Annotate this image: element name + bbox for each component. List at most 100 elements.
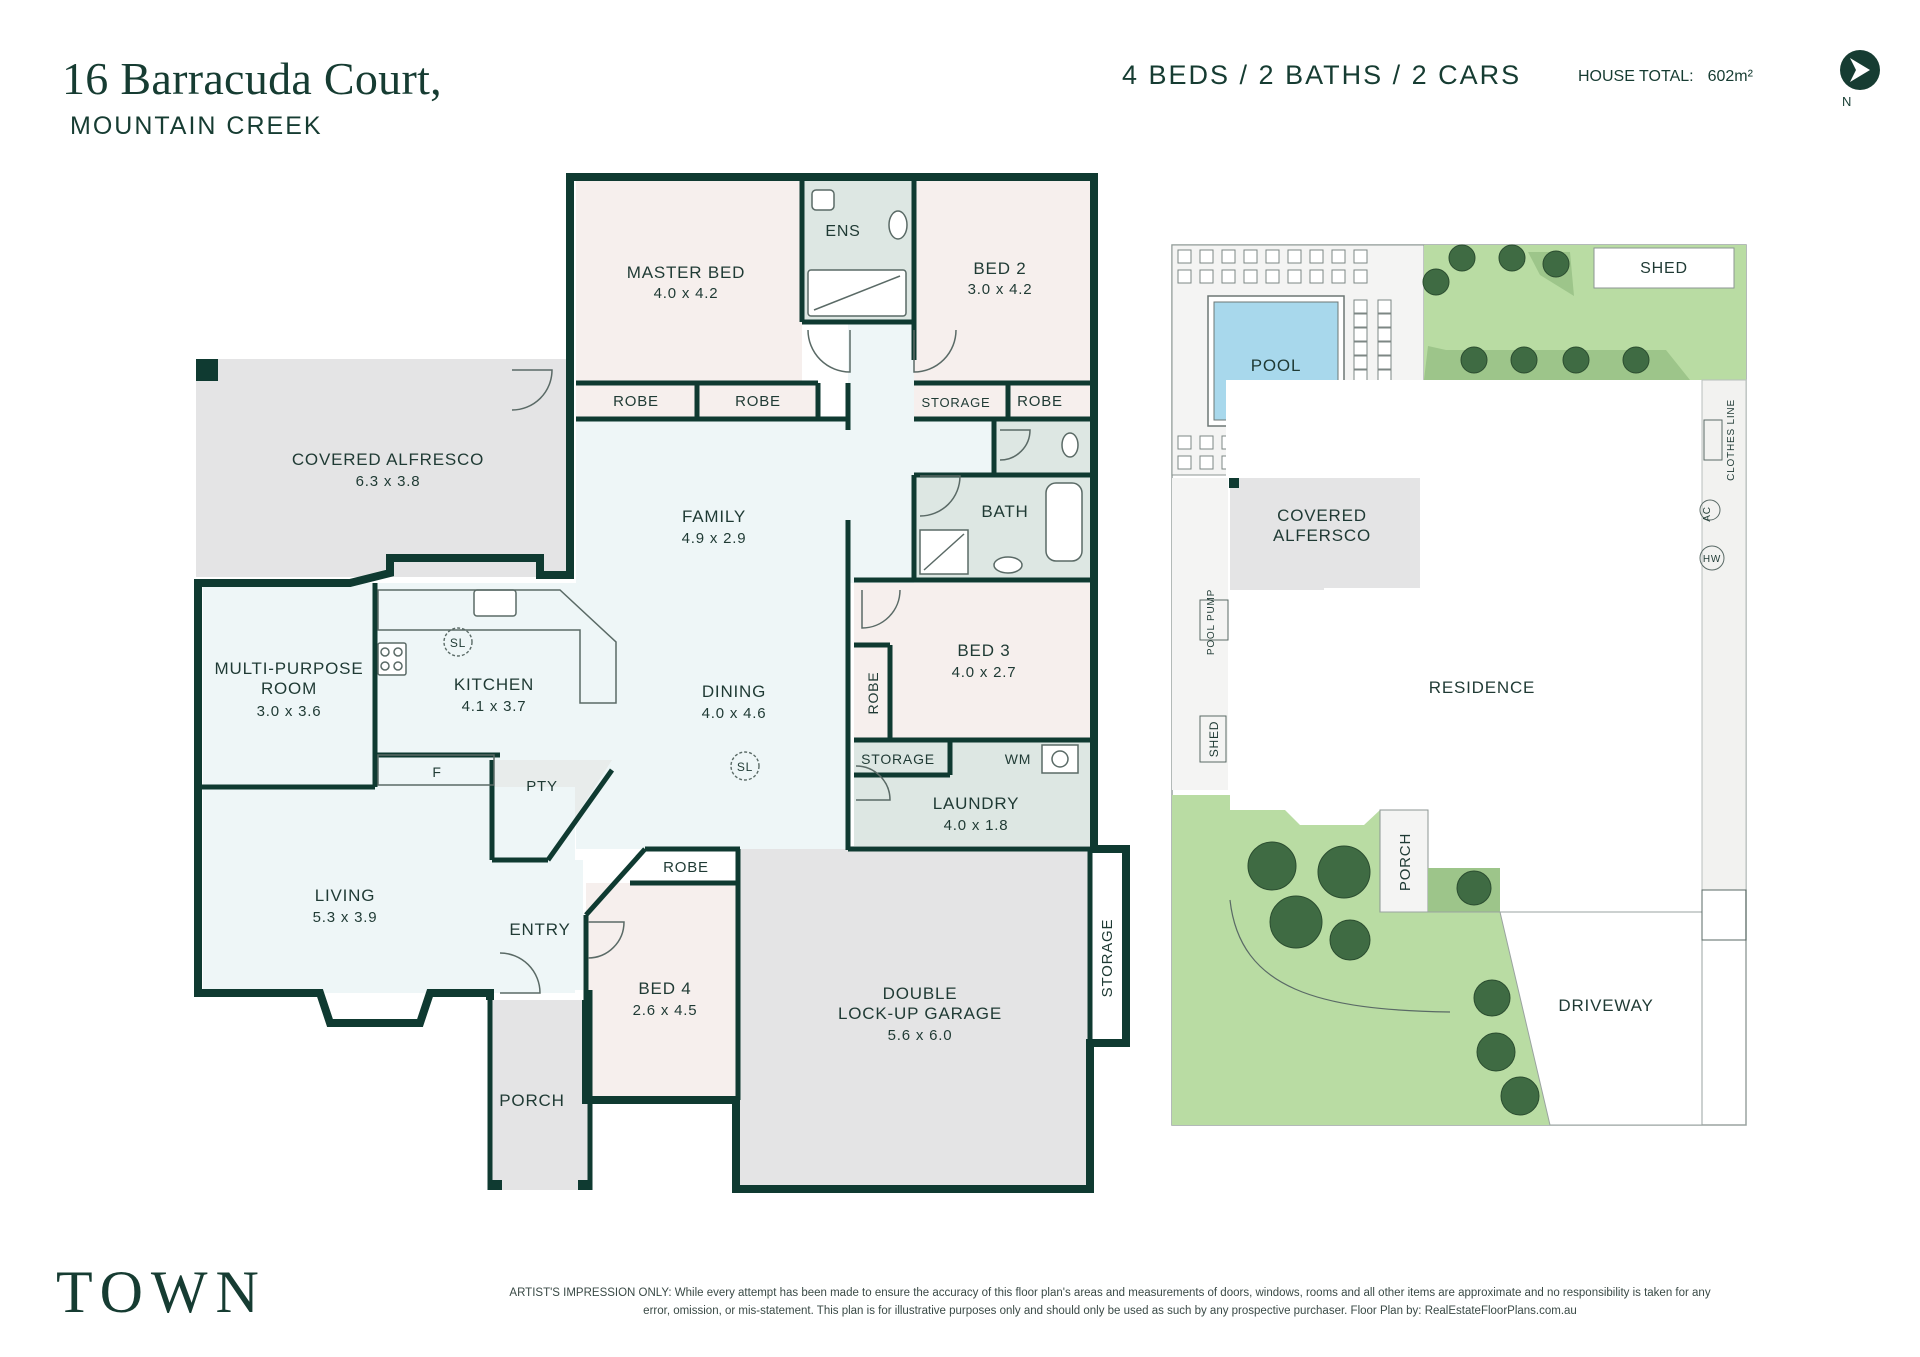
label-laundry: LAUNDRY xyxy=(933,794,1020,813)
label-pool-pump: POOL PUMP xyxy=(1206,589,1217,655)
label-wm: WM xyxy=(1005,751,1031,767)
label-sl-kitchen: SL xyxy=(450,636,466,650)
paver-tile xyxy=(1331,269,1346,284)
size-bed2: 3.0 x 4.2 xyxy=(968,281,1033,298)
label-living: LIVING xyxy=(315,886,376,905)
label-family: FAMILY xyxy=(682,507,746,526)
label-ac: AC xyxy=(1702,506,1713,522)
paver-tile xyxy=(1331,249,1346,264)
paver-tile xyxy=(1377,299,1392,314)
north-label: N xyxy=(1842,94,1851,108)
floor-plan-doors xyxy=(499,329,1031,994)
label-robe-bed4: ROBE xyxy=(663,859,709,876)
size-bed3: 4.0 x 2.7 xyxy=(952,664,1017,681)
paver-tile xyxy=(1265,269,1280,284)
label-bed4: BED 4 xyxy=(638,979,691,998)
label-shed: SHED xyxy=(1640,260,1688,277)
label-bath: BATH xyxy=(981,502,1028,521)
paver-tile xyxy=(1243,269,1258,284)
property-specs: 4 BEDS / 2 BATHS / 2 CARS xyxy=(1122,60,1522,90)
label-pantry: PTY xyxy=(526,778,558,795)
label-robe-3: ROBE xyxy=(1017,393,1063,410)
paver-tile xyxy=(1177,269,1192,284)
label-ens: ENS xyxy=(825,223,860,240)
size-garage: 5.6 x 6.0 xyxy=(888,1027,953,1044)
paver-tile xyxy=(1353,269,1368,284)
label-storage-garage: STORAGE xyxy=(1099,919,1116,998)
house-total: HOUSE TOTAL: 602m² xyxy=(1578,68,1753,86)
room-labels: MASTER BED 4.0 x 4.2 ENS BED 2 3.0 x 4.2… xyxy=(215,223,1116,1110)
label-shed-small: SHED xyxy=(1207,721,1221,758)
label-hw: HW xyxy=(1703,554,1721,565)
paver-tile xyxy=(1377,313,1392,328)
paver-tile xyxy=(1199,435,1214,450)
paver-tile xyxy=(1199,249,1214,264)
label-porch: PORCH xyxy=(499,1091,564,1110)
paver-tile xyxy=(1287,249,1302,264)
paver-tile xyxy=(1177,435,1192,450)
size-bed4: 2.6 x 4.5 xyxy=(633,1002,698,1019)
paver-tile xyxy=(1199,455,1214,470)
size-covered-alfresco: 6.3 x 3.8 xyxy=(356,473,421,490)
paver-tile xyxy=(1221,249,1236,264)
label-garage-2: LOCK-UP GARAGE xyxy=(838,1004,1002,1023)
paver-tile xyxy=(1377,355,1392,370)
floor-plan-fixtures xyxy=(377,189,1083,774)
floor-plan-rooms xyxy=(196,181,1126,1190)
paver-tile xyxy=(1309,269,1324,284)
size-multi-purpose: 3.0 x 3.6 xyxy=(257,703,322,720)
site-plan: SHED POOL CLOTHES LINE COVERED ALFERSCO … xyxy=(1171,244,1747,1126)
label-robe-bed3: ROBE xyxy=(865,672,881,715)
brand-logo: TOWN xyxy=(56,1259,267,1325)
label-garage-1: DOUBLE xyxy=(883,984,958,1003)
paver-tile xyxy=(1353,249,1368,264)
paver-tile xyxy=(1199,269,1214,284)
paver-tile xyxy=(1309,249,1324,264)
disclaimer-text: ARTIST'S IMPRESSION ONLY: While every at… xyxy=(509,1287,1711,1317)
skylight-icon xyxy=(443,627,760,781)
label-dining: DINING xyxy=(702,682,766,701)
floor-plan-walls xyxy=(194,173,1130,1193)
label-clothes-line: CLOTHES LINE xyxy=(1726,399,1737,481)
label-site-covered: COVERED xyxy=(1277,506,1367,525)
paver-tile xyxy=(1353,299,1368,314)
label-pool: POOL xyxy=(1251,356,1301,375)
paver-tile xyxy=(1221,269,1236,284)
paver-tile xyxy=(1377,327,1392,342)
label-storage-top: STORAGE xyxy=(922,395,991,410)
label-master-bed: MASTER BED xyxy=(627,263,746,282)
property-address: 16 Barracuda Court, xyxy=(62,53,442,104)
label-residence: RESIDENCE xyxy=(1429,678,1535,697)
label-robe-1: ROBE xyxy=(613,393,659,410)
label-storage-laundry: STORAGE xyxy=(861,751,935,767)
size-laundry: 4.0 x 1.8 xyxy=(944,817,1009,834)
paver-tile xyxy=(1265,249,1280,264)
paver-tile xyxy=(1353,327,1368,342)
label-entry: ENTRY xyxy=(509,920,570,939)
floor-plan-inner-walls xyxy=(198,181,1094,1190)
label-bed2: BED 2 xyxy=(973,259,1026,278)
paver-tile xyxy=(1177,249,1192,264)
label-driveway: DRIVEWAY xyxy=(1558,996,1653,1015)
size-dining: 4.0 x 4.6 xyxy=(702,705,767,722)
label-site-porch: PORCH xyxy=(1397,833,1414,891)
size-family: 4.9 x 2.9 xyxy=(682,530,747,547)
label-sl-dining: SL xyxy=(737,760,753,774)
paver-tile xyxy=(1353,313,1368,328)
label-fridge: F xyxy=(432,764,441,780)
size-kitchen: 4.1 x 3.7 xyxy=(462,698,527,715)
tree-icon xyxy=(1247,244,1650,1116)
label-kitchen: KITCHEN xyxy=(454,675,534,694)
paver-tile xyxy=(1177,455,1192,470)
kitchen-bench xyxy=(377,589,617,704)
label-site-alfersco: ALFERSCO xyxy=(1273,526,1371,545)
fridge-bench xyxy=(377,754,495,786)
house-total-value: 602m² xyxy=(1707,68,1753,85)
size-living: 5.3 x 3.9 xyxy=(313,909,378,926)
house-total-label: HOUSE TOTAL: xyxy=(1578,68,1694,85)
size-master-bed: 4.0 x 4.2 xyxy=(654,285,719,302)
label-multi-purpose-1: MULTI-PURPOSE xyxy=(215,659,364,678)
north-arrow-icon: N xyxy=(1840,50,1880,108)
label-bed3: BED 3 xyxy=(957,641,1010,660)
